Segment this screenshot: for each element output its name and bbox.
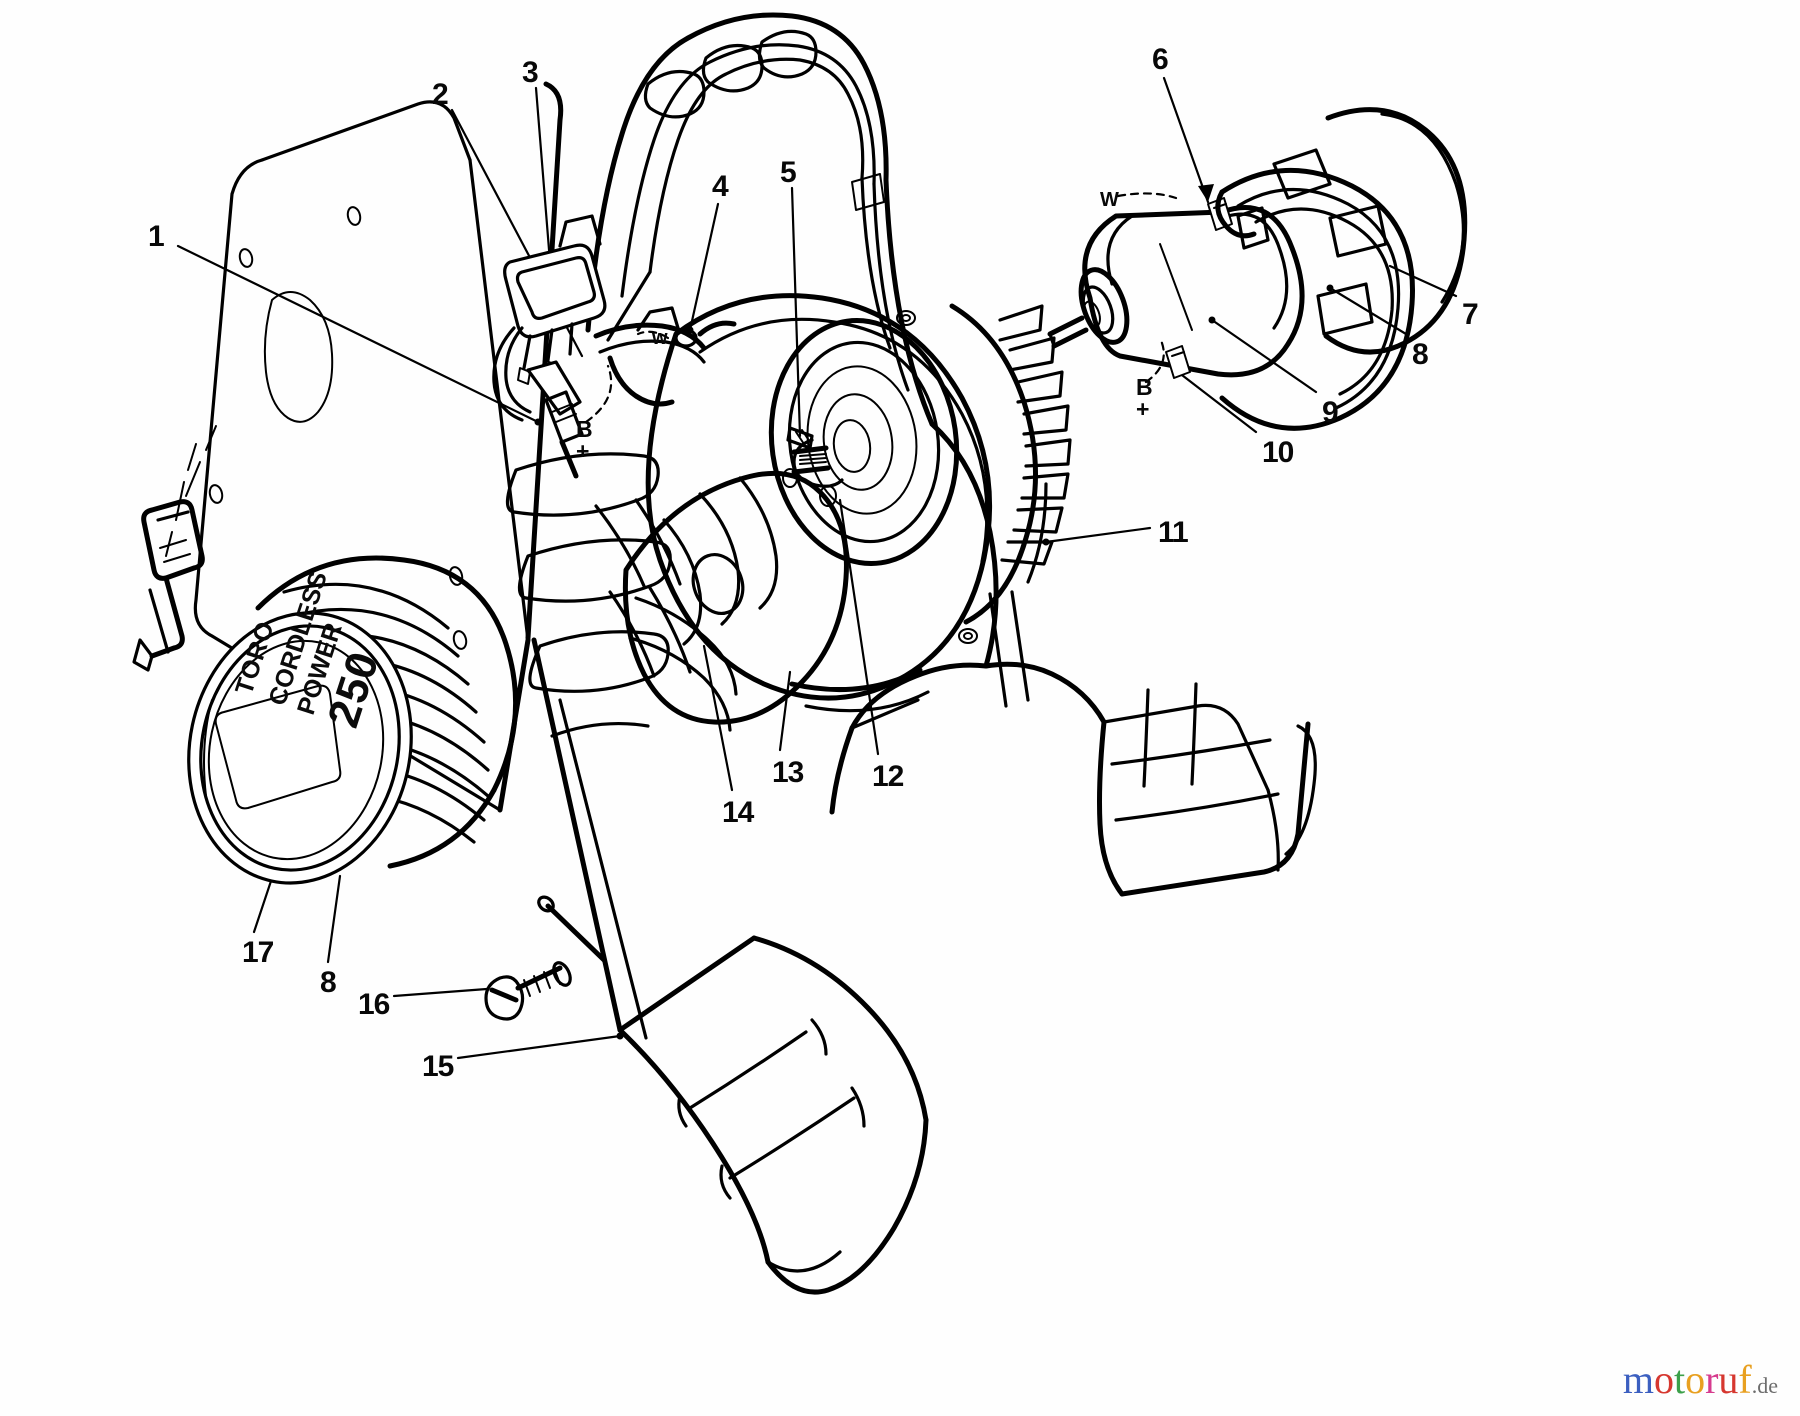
- callout-17[interactable]: 17: [242, 936, 274, 969]
- motor-end-cap: [1323, 107, 1468, 355]
- wire-harness: [492, 326, 584, 479]
- callout-15[interactable]: 15: [422, 1050, 454, 1083]
- callout-5[interactable]: 5: [780, 156, 797, 189]
- terminal-marker-plus-right: +: [1136, 396, 1150, 422]
- watermark-tld: .de: [1751, 1373, 1778, 1398]
- wire-marker-w-left: w: [652, 327, 668, 349]
- ring-gear: [949, 303, 1072, 625]
- fan-impeller: [622, 470, 849, 732]
- callout-11[interactable]: 11: [1158, 516, 1189, 549]
- motor-retaining-clamp: [1215, 148, 1415, 431]
- callout-9[interactable]: 9: [1322, 396, 1339, 429]
- battery-pack: [187, 555, 519, 885]
- housing-front-panel: [505, 81, 692, 738]
- charger-plug: [132, 425, 217, 672]
- watermark-letter-5: r: [1705, 1357, 1719, 1402]
- watermark-motoruf: motoruf.de: [1623, 1360, 1778, 1400]
- terminal-marker-plus-left: +: [576, 438, 590, 464]
- fan-volute-scroll: [645, 293, 993, 713]
- watermark-letter-4: o: [1685, 1357, 1706, 1402]
- extension-nozzle-tube: [617, 935, 929, 1295]
- callout-1[interactable]: 1: [148, 220, 165, 253]
- watermark-letter-2: o: [1653, 1357, 1674, 1402]
- callout-6[interactable]: 6: [1152, 43, 1169, 76]
- blower-main-housing: [497, 12, 1317, 1040]
- leader-lines: [165, 76, 1458, 1060]
- callout-16[interactable]: 16: [358, 988, 390, 1021]
- callout-12[interactable]: 12: [872, 760, 904, 793]
- watermark-letter-3: t: [1673, 1357, 1686, 1402]
- callout-2[interactable]: 2: [432, 78, 449, 111]
- callout-7[interactable]: 7: [1462, 298, 1479, 331]
- callout-13[interactable]: 13: [772, 756, 804, 789]
- electric-motor: [1047, 197, 1305, 379]
- callout-10[interactable]: 10: [1262, 436, 1294, 469]
- wire-marker-w-right: W: [1100, 189, 1119, 211]
- terminal-marker-b-left: B: [576, 416, 593, 442]
- screw-and-spring: [484, 961, 572, 1021]
- latch-rod: [537, 895, 607, 963]
- terminal-marker-b-right: B: [1136, 374, 1153, 400]
- trigger-lever: [593, 306, 737, 407]
- watermark-letter-7: f: [1738, 1357, 1752, 1402]
- callout-3[interactable]: 3: [522, 56, 539, 89]
- watermark-letter-1: m: [1622, 1357, 1654, 1402]
- callout-8-lower[interactable]: 8: [320, 966, 337, 999]
- callout-8[interactable]: 8: [1412, 338, 1429, 371]
- drive-wheel-pulley: [768, 318, 960, 566]
- callout-14[interactable]: 14: [722, 796, 754, 829]
- watermark-letter-6: u: [1718, 1357, 1739, 1402]
- callout-4[interactable]: 4: [712, 170, 729, 203]
